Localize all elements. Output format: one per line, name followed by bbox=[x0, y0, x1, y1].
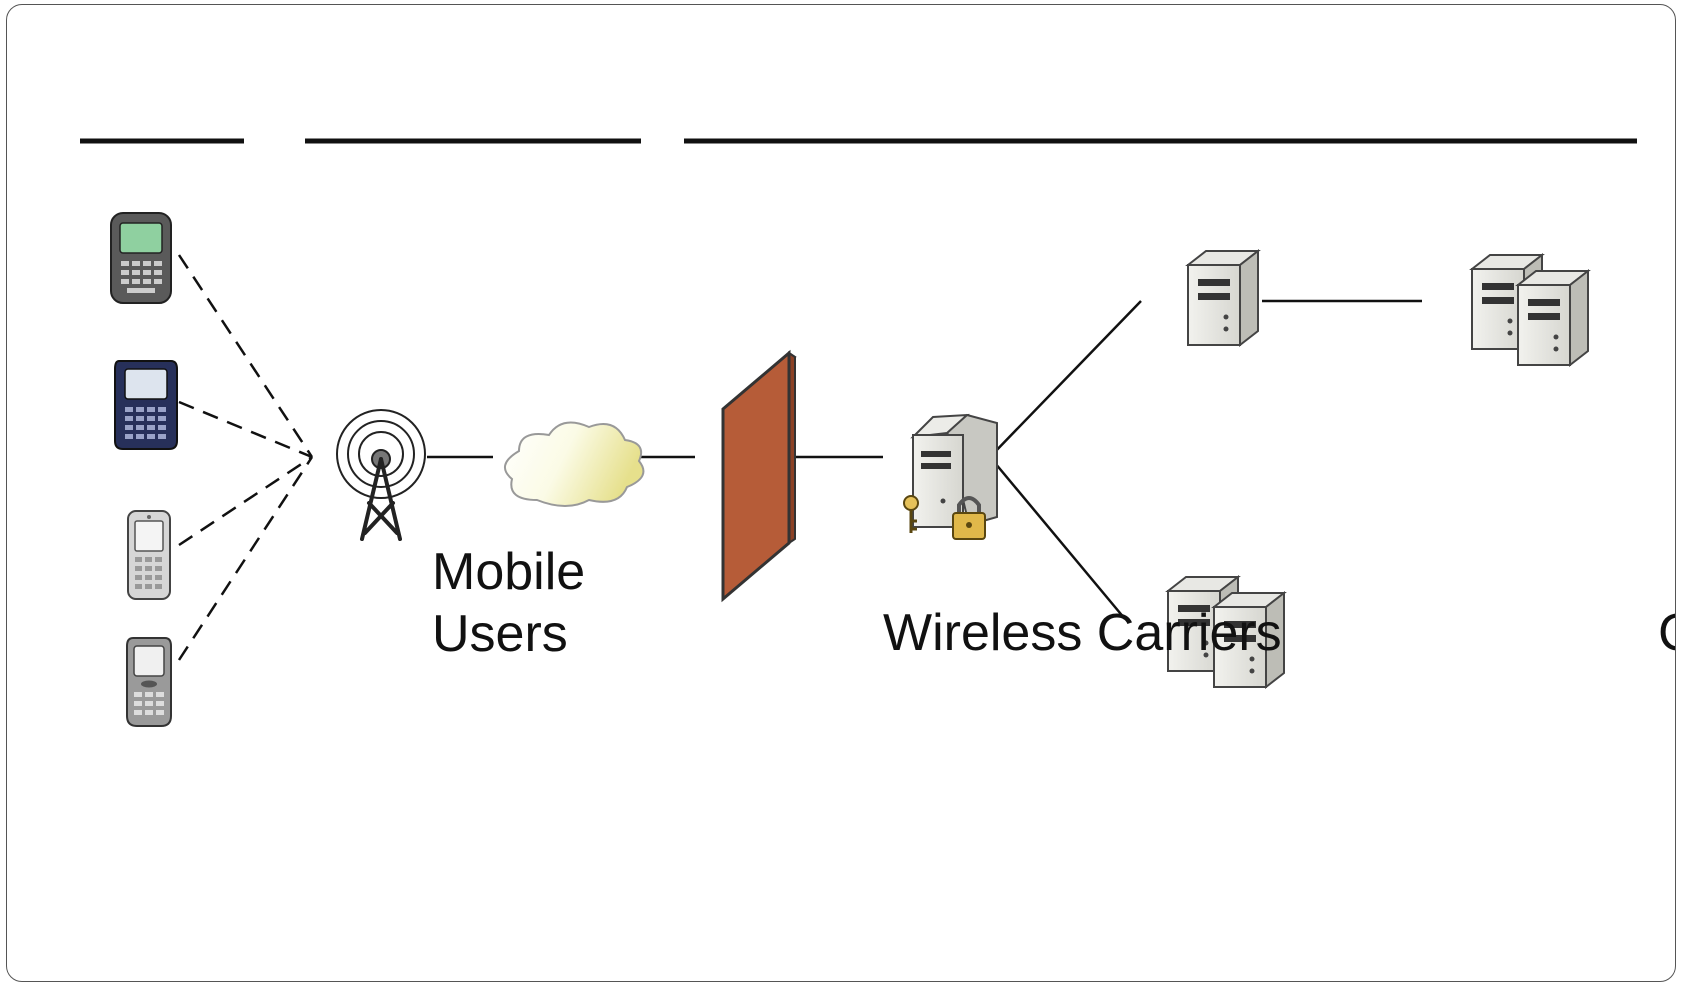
firewall-icon bbox=[721, 349, 797, 603]
mobile-users-label: Mobile Users bbox=[432, 541, 585, 665]
phone-blue-icon bbox=[114, 360, 178, 450]
wireless-carriers-label: Wireless Carriers bbox=[883, 604, 1282, 662]
phone-grey-icon bbox=[126, 637, 172, 727]
phone-silver-icon bbox=[127, 510, 171, 600]
phone-green-icon bbox=[110, 212, 172, 304]
dashed-links bbox=[177, 254, 314, 661]
mobile-label-line1: Mobile bbox=[432, 543, 586, 601]
slide: Mobile Users Wireless Carriers C bbox=[6, 4, 1676, 982]
network-diagram bbox=[80, 138, 1637, 727]
mobile-label-line2: Users bbox=[432, 605, 568, 663]
secure-server-icon bbox=[903, 413, 998, 540]
server-pair-icon bbox=[1471, 254, 1589, 366]
cloud-icon bbox=[504, 421, 645, 507]
server-icon bbox=[1187, 250, 1259, 346]
cut-off-label: C bbox=[1658, 602, 1675, 664]
tower-icon bbox=[336, 409, 426, 541]
solid-links bbox=[427, 299, 1422, 620]
